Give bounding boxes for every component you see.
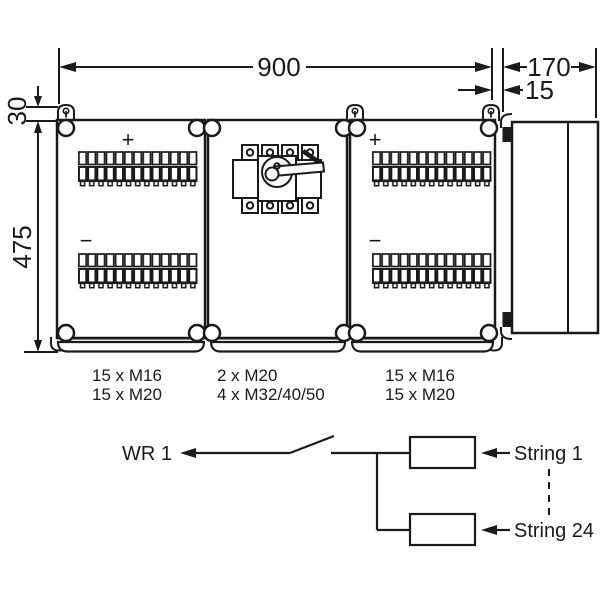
cover-screw xyxy=(479,118,499,138)
cover-screw xyxy=(479,323,499,343)
dimension-wall-offset-15: 15 xyxy=(458,75,554,105)
enclosure-front-view: + − + − xyxy=(50,103,503,353)
gland-label-right-line1: 15 x M16 xyxy=(385,366,455,385)
cover-screw xyxy=(187,323,207,343)
dimension-height-475: 475 xyxy=(7,121,58,353)
terminal-hole xyxy=(305,201,315,210)
wall-bracket-foot-bottom xyxy=(502,312,512,327)
terminal-row-top xyxy=(78,150,198,166)
switch-terminal-top xyxy=(241,144,259,161)
dc-disconnect-switch xyxy=(232,144,326,214)
arrowhead-left xyxy=(59,62,76,72)
cover-screw xyxy=(347,323,367,343)
switch-terminal-bottom xyxy=(241,197,259,214)
gland-flange-right xyxy=(350,337,495,353)
circuit-schematic: WR 1 String 1 String 24 xyxy=(122,434,594,547)
cover-screw xyxy=(202,118,222,138)
wall-bracket-hook-bottom xyxy=(500,327,513,340)
cable-gland-labels: 15 x M16 15 x M20 2 x M20 4 x M32/40/50 … xyxy=(92,366,455,404)
arrowhead-string24 xyxy=(481,525,497,535)
side-view-body xyxy=(510,120,600,335)
arrowhead-down xyxy=(34,340,42,352)
arrowhead-right xyxy=(579,62,596,72)
gland-label-middle-line1: 2 x M20 xyxy=(217,366,277,385)
switch-knob-pin xyxy=(273,162,281,170)
gland-label-left-line2: 15 x M20 xyxy=(92,385,162,404)
mounting-lug-top-left xyxy=(57,103,75,121)
cover-screw xyxy=(187,118,207,138)
flange-body xyxy=(56,340,206,353)
flange-body xyxy=(209,340,347,353)
flange-body xyxy=(350,340,495,353)
terminal-row-bottom xyxy=(372,268,492,289)
gland-flange-left xyxy=(56,337,206,353)
switch-knob-hub xyxy=(264,166,280,182)
terminal-row-top xyxy=(372,252,492,268)
terminal-row-bottom xyxy=(372,166,492,187)
dim-wall-offset-label: 15 xyxy=(525,75,554,105)
dimension-depth-170: 170 xyxy=(502,48,597,118)
switch-blade-symbol xyxy=(289,434,335,455)
dimension-lug-offset-30: 30 xyxy=(2,86,58,125)
switch-handle-grip xyxy=(301,149,322,165)
dim-lug-offset-label: 30 xyxy=(2,97,32,126)
gland-flange-middle xyxy=(209,337,347,353)
terminal-strip-plus-right xyxy=(372,150,492,187)
dim-height-label: 475 xyxy=(7,225,37,268)
mounting-lug-top-right xyxy=(482,103,500,121)
terminal-hole xyxy=(245,148,255,157)
terminal-hole xyxy=(245,201,255,210)
terminal-row-top xyxy=(372,150,492,166)
string-first-label: String 1 xyxy=(514,443,583,465)
dim-width-label: 900 xyxy=(257,52,300,82)
cover-screw xyxy=(202,323,222,343)
terminal-row-bottom xyxy=(78,166,198,187)
polarity-plus-left: + xyxy=(122,127,135,152)
inverter-label: WR 1 xyxy=(122,443,172,465)
gland-label-middle-line2: 4 x M32/40/50 xyxy=(217,385,325,404)
terminal-row-top xyxy=(78,252,198,268)
switch-terminal-bottom xyxy=(301,197,319,214)
arrowhead-down xyxy=(34,96,42,107)
terminal-hole xyxy=(265,201,275,210)
terminal-hole xyxy=(285,201,295,210)
string-last-label: String 24 xyxy=(514,520,594,542)
polarity-minus-left: − xyxy=(80,228,93,253)
arrowhead-up xyxy=(34,121,42,133)
arrowhead-left-pointing xyxy=(503,85,520,95)
terminal-row-bottom xyxy=(78,268,198,289)
fuse-symbol-string1 xyxy=(408,435,477,470)
fuse-symbol-string24 xyxy=(408,512,477,547)
gland-label-right-line2: 15 x M20 xyxy=(385,385,455,404)
arrowhead-string1 xyxy=(481,448,497,458)
wall-bracket-foot-top xyxy=(502,127,512,142)
arrowhead-right xyxy=(475,62,492,72)
enclosure-side-view xyxy=(500,113,600,340)
terminal-strip-minus-left xyxy=(78,252,198,289)
dimension-width-900: 900 xyxy=(58,48,493,104)
wall-bracket-hook-top xyxy=(500,113,513,128)
cover-screw xyxy=(56,118,76,138)
polarity-minus-right: − xyxy=(369,228,382,253)
arrowhead-right-pointing xyxy=(475,85,492,95)
cover-screw xyxy=(56,323,76,343)
polarity-plus-right: + xyxy=(369,127,382,152)
cover-screw xyxy=(347,118,367,138)
terminal-strip-minus-right xyxy=(372,252,492,289)
arrowhead-to-inverter xyxy=(180,448,196,458)
terminal-strip-plus-left xyxy=(78,150,198,187)
dim-depth-label: 170 xyxy=(527,52,570,82)
arrowhead-left xyxy=(503,62,520,72)
gland-label-left-line1: 15 x M16 xyxy=(92,366,162,385)
mounting-lug-top-middle xyxy=(346,103,364,121)
